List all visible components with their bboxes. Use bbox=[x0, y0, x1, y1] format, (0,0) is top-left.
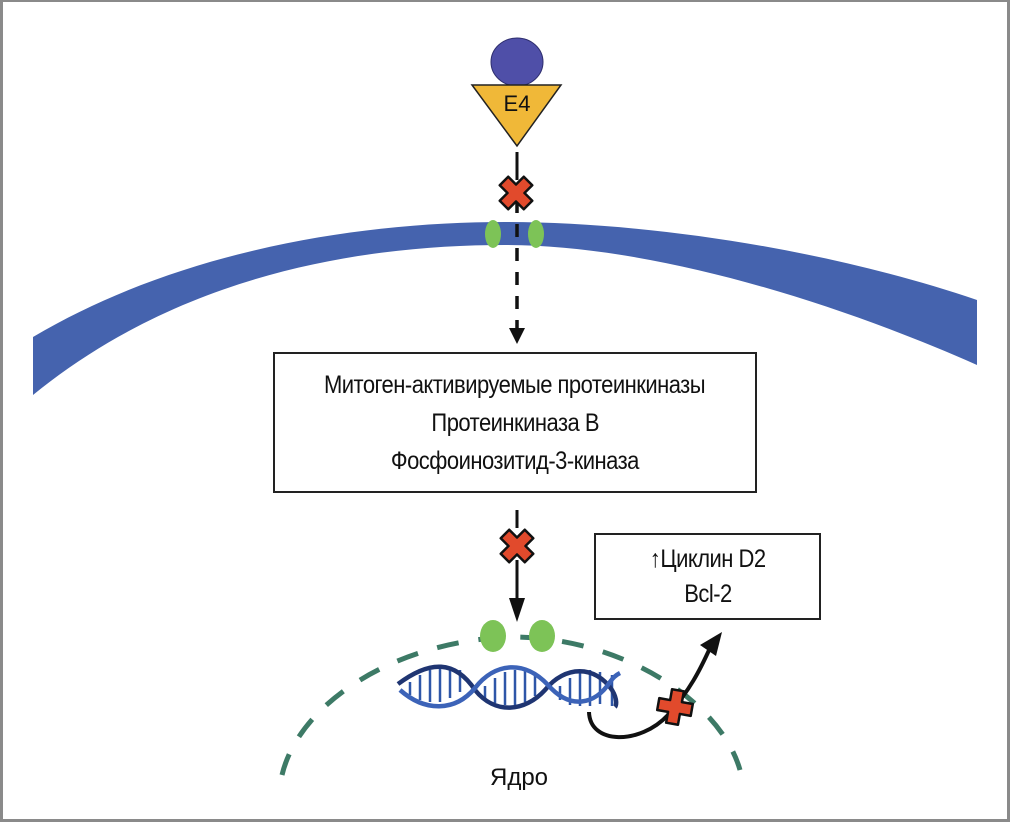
gene-product-bcl2: Bcl-2 bbox=[683, 579, 732, 608]
arrowhead-up-icon bbox=[700, 632, 722, 656]
kinase-line-mapk: Митоген-активируемые протеинкиназы bbox=[324, 370, 706, 399]
expression-arrow bbox=[587, 647, 712, 740]
gene-products-box: ↑Циклин D2 Bcl-2 bbox=[594, 533, 821, 620]
kinase-line-pi3k: Фосфоинозитид-3-киназа bbox=[391, 446, 639, 475]
arrowhead-down-icon bbox=[509, 328, 525, 344]
ligand-circle-icon bbox=[490, 37, 544, 87]
nucleus-label: Ядро bbox=[490, 764, 548, 791]
ligand-triangle-icon bbox=[470, 84, 563, 148]
dna-helix-icon bbox=[396, 664, 622, 710]
ligand-label: E4 bbox=[504, 91, 531, 116]
receptor-left bbox=[485, 220, 501, 248]
block-x-icon-top bbox=[498, 175, 534, 211]
kinase-box: Митоген-активируемые протеинкиназы Проте… bbox=[273, 352, 757, 493]
block-plus-icon-bottom bbox=[655, 687, 695, 727]
arrowhead-down-icon-lower bbox=[509, 598, 525, 622]
nuclear-receptor-right bbox=[529, 620, 555, 652]
cell-membrane bbox=[33, 222, 977, 395]
gene-product-cyclin-d2: ↑Циклин D2 bbox=[649, 544, 766, 573]
receptor-right bbox=[528, 220, 544, 248]
kinase-line-pkb: Протеинкиназа В bbox=[431, 408, 599, 437]
block-x-icon-middle bbox=[499, 528, 535, 564]
nuclear-receptor-left bbox=[480, 620, 506, 652]
